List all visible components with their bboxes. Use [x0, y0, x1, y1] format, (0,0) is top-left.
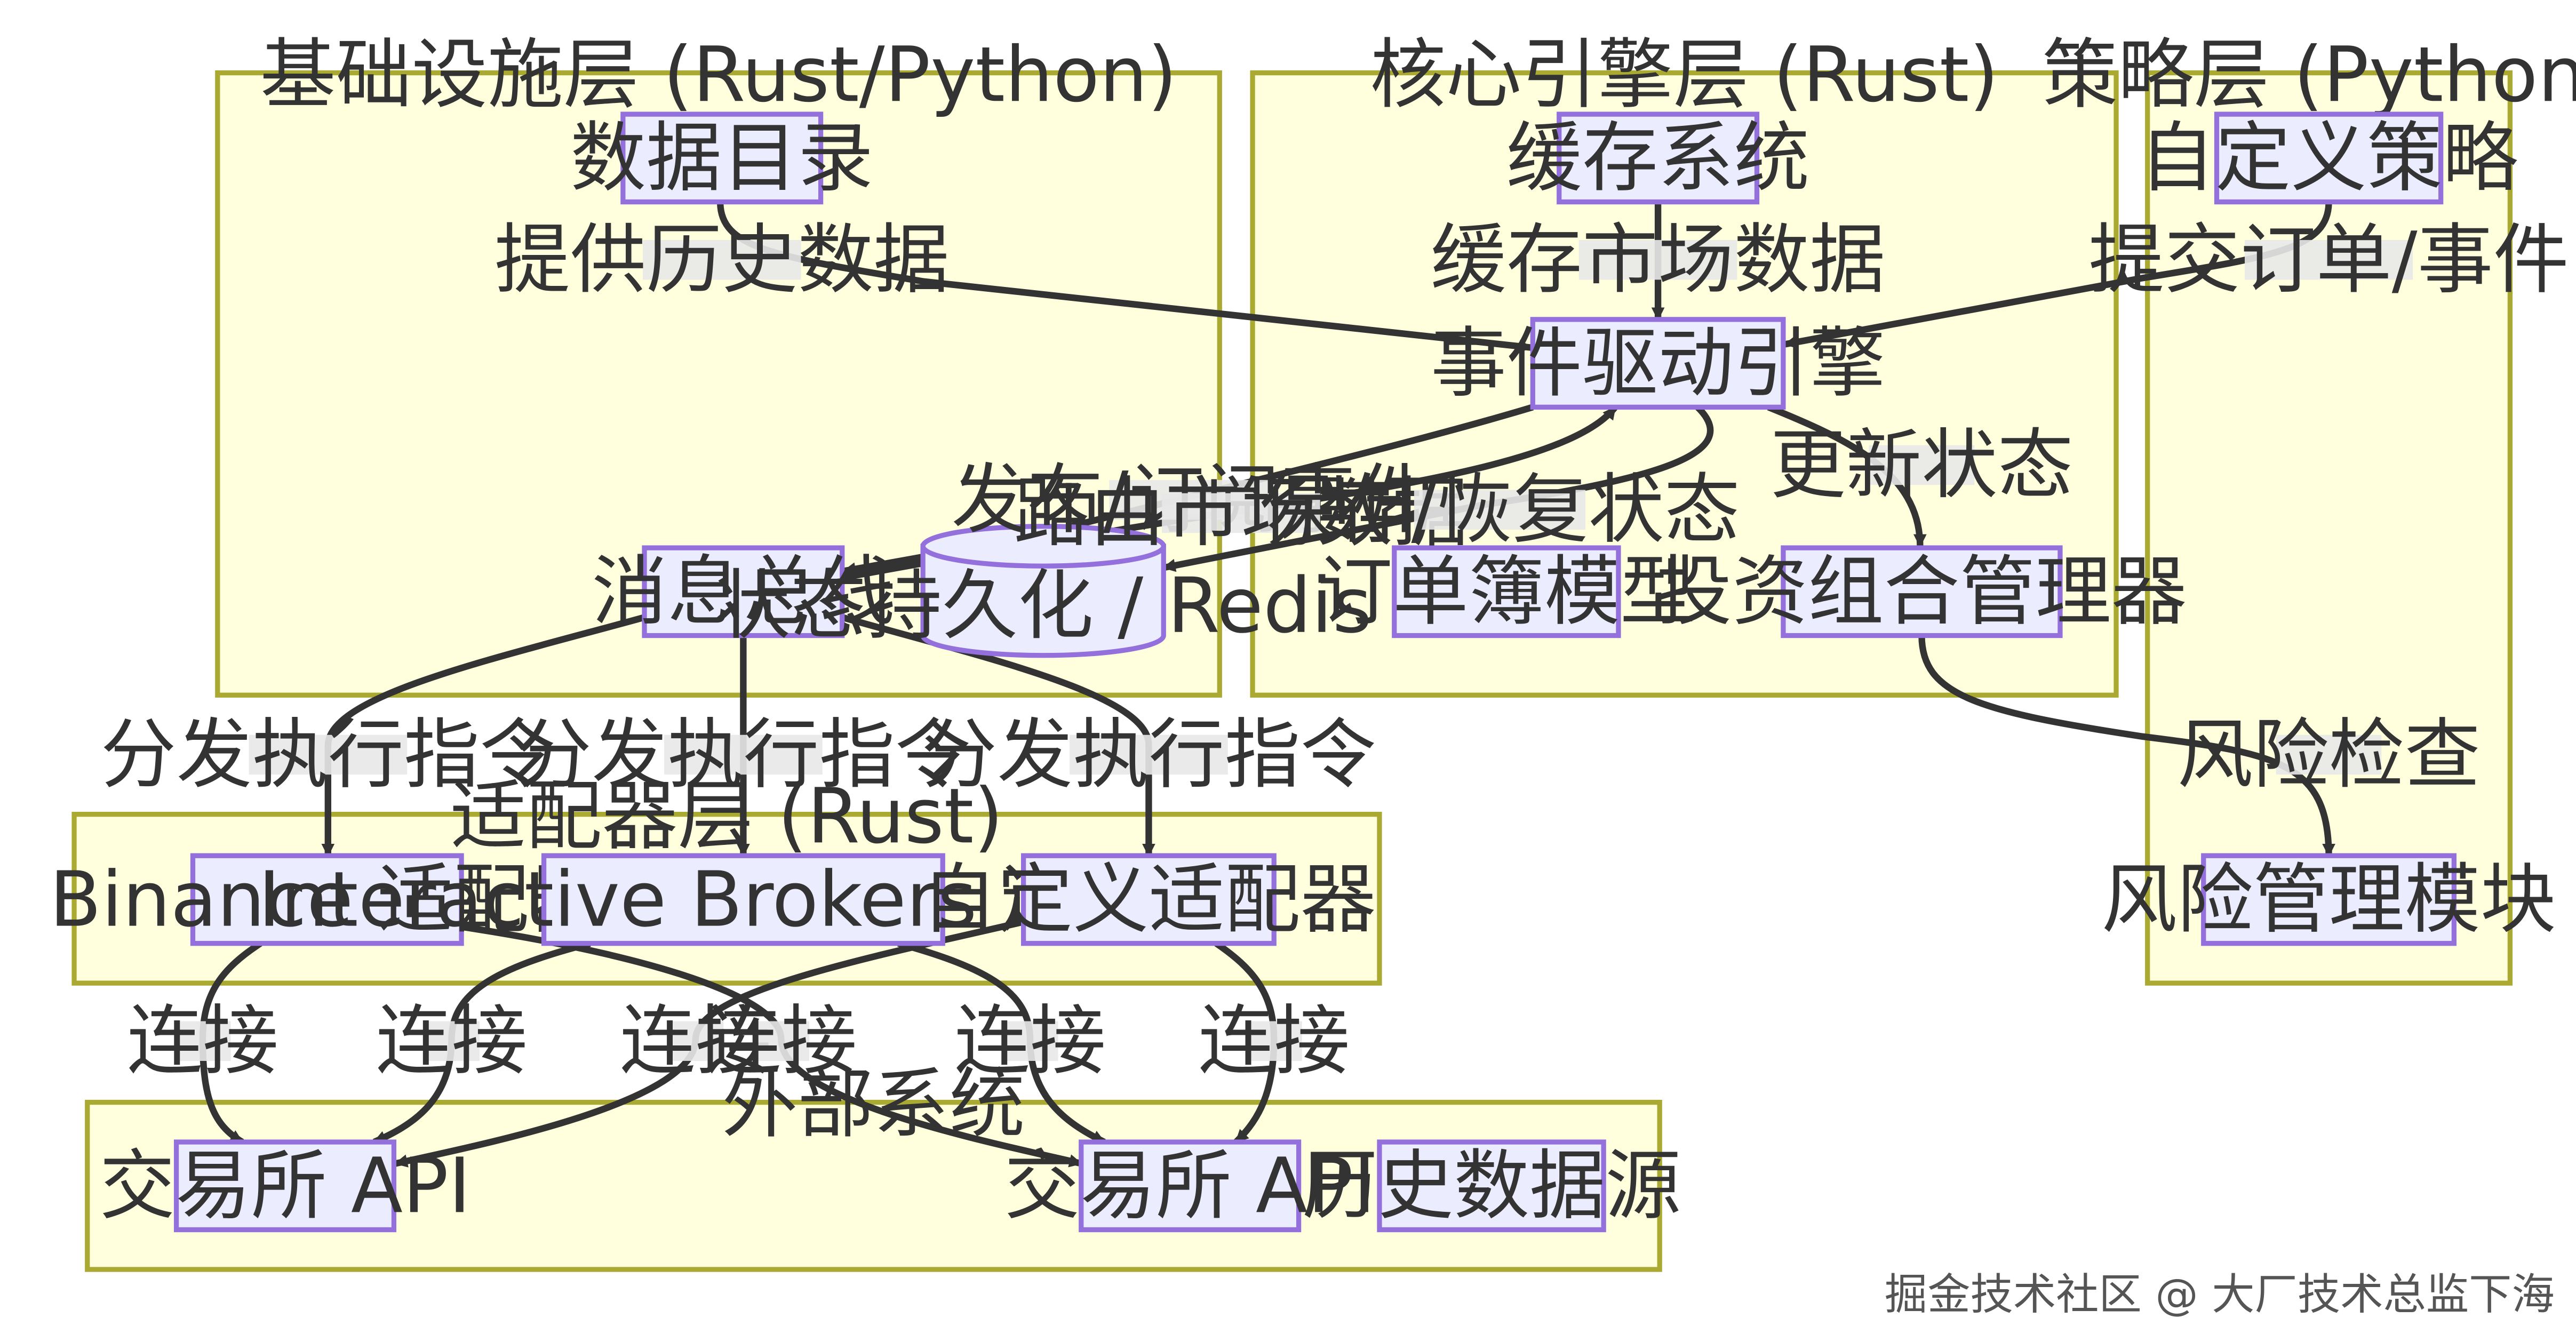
node-exchange-api-1: 交易所 API [99, 1139, 471, 1233]
node-cache-system: 缓存系统 [1506, 111, 1809, 205]
cluster-strategy-title: 策略层 (Python) [2042, 30, 2576, 119]
edge-label-route-market: 路由市场数据 [1014, 469, 1469, 557]
node-data-catalog-label: 数据目录 [570, 114, 873, 202]
edge-label-connect-3-text: 连接 [620, 997, 771, 1085]
edge-label-dispatch-3-text: 分发执行指令 [921, 710, 1376, 799]
cluster-core-engine-title: 核心引擎层 (Rust) [1370, 30, 1999, 119]
node-data-catalog: 数据目录 [570, 111, 873, 205]
node-state-store-label: 状态持久化 / Redis [715, 562, 1372, 650]
node-ib-adapter: Interactive Brokers 适配器 [258, 853, 1229, 946]
node-history-source: 历史数据源 [1302, 1139, 1681, 1233]
node-risk-module: 风险管理模块 [2101, 853, 2556, 946]
edge-label-submit-order-text: 提交订单/事件 [2088, 215, 2569, 304]
edge-label-provide-history-text: 提供历史数据 [495, 215, 950, 304]
node-binance-adapter: Binance 适配器 [50, 853, 605, 946]
node-orderbook-model: 订单簿模型 [1317, 545, 1696, 638]
edge-label-cache-market-text: 缓存市场数据 [1431, 215, 1886, 304]
node-message-bus: 消息总线 [592, 545, 895, 638]
node-portfolio-manager-label: 投资组合管理器 [1656, 547, 2187, 636]
edge-label-connect-6: 连接 [1198, 997, 1350, 1085]
edge-portfolio-to-risk [1918, 635, 2335, 857]
node-history-source-label: 历史数据源 [1302, 1141, 1681, 1230]
edge-bus-to-custom-adapter [841, 614, 1155, 857]
edge-label-dispatch-1-text: 分发执行指令 [101, 710, 556, 799]
cluster-external-title: 外部系统 [722, 1060, 1025, 1148]
node-portfolio-manager: 投资组合管理器 [1656, 545, 2187, 638]
edge-label-connect-5: 连接 [954, 997, 1106, 1085]
edge-label-risk-check: 风险检查 [2177, 710, 2480, 799]
edge-label-update-state: 更新状态 [1770, 421, 2073, 509]
node-custom-adapter: 自定义适配器 [921, 853, 1376, 946]
edge-label-provide-history: 提供历史数据 [495, 215, 950, 304]
edge-label-connect-1-text: 连接 [127, 997, 278, 1085]
node-event-engine-label: 事件驱动引擎 [1431, 319, 1886, 408]
cluster-infrastructure-title: 基础设施层 (Rust/Python) [260, 30, 1177, 119]
edge-label-route-market-text: 路由市场数据 [1014, 469, 1469, 557]
node-exchange-api-2-label: 交易所 API [1004, 1141, 1376, 1230]
cluster-adapter-title: 适配器层 (Rust) [450, 772, 1003, 860]
node-exchange-api-2: 交易所 API [1004, 1139, 1376, 1233]
node-custom-strategy: 自定义策略 [2139, 111, 2518, 205]
edge-label-connect-2: 连接 [376, 997, 527, 1085]
edge-label-dispatch-2-text: 分发执行指令 [516, 710, 971, 799]
edge-label-connect-3: 连接 [620, 997, 771, 1085]
node-cache-system-label: 缓存系统 [1506, 114, 1809, 202]
edge-label-risk-check-text: 风险检查 [2177, 710, 2480, 799]
edge-label-connect-4: 连接 [705, 997, 857, 1085]
edge-label-connect-5-text: 连接 [954, 997, 1106, 1085]
node-exchange-api-1-label: 交易所 API [99, 1141, 470, 1230]
node-state-store-cylinder: 状态持久化 / Redis [715, 524, 1372, 658]
edge-label-save-restore: 保存/恢复状态 [1259, 466, 1740, 554]
edge-label-dispatch-3: 分发执行指令 [921, 710, 1376, 799]
node-binance-adapter-label: Binance 适配器 [50, 855, 605, 944]
watermark-text: 掘金技术社区 @ 大厂技术总监下海 [1885, 1269, 2555, 1319]
edge-label-connect-1: 连接 [127, 997, 278, 1085]
edge-label-save-restore-text: 保存/恢复状态 [1259, 466, 1740, 554]
edge-label-dispatch-2: 分发执行指令 [516, 710, 971, 799]
node-event-engine: 事件驱动引擎 [1431, 317, 1886, 410]
node-custom-strategy-label: 自定义策略 [2139, 114, 2518, 202]
edge-bus-to-binance [321, 614, 645, 857]
node-orderbook-model-label: 订单簿模型 [1317, 547, 1696, 636]
edge-label-connect-4-text: 连接 [705, 997, 857, 1085]
node-message-bus-label: 消息总线 [592, 547, 895, 636]
edge-label-submit-order: 提交订单/事件 [2088, 215, 2569, 304]
edge-label-connect-2-text: 连接 [376, 997, 527, 1085]
node-risk-module-label: 风险管理模块 [2101, 855, 2556, 944]
edge-label-connect-6-text: 连接 [1198, 997, 1350, 1085]
node-custom-adapter-label: 自定义适配器 [921, 855, 1376, 944]
edge-label-cache-market: 缓存市场数据 [1431, 215, 1886, 304]
edge-label-dispatch-1: 分发执行指令 [101, 710, 556, 799]
edge-label-update-state-text: 更新状态 [1770, 421, 2073, 509]
